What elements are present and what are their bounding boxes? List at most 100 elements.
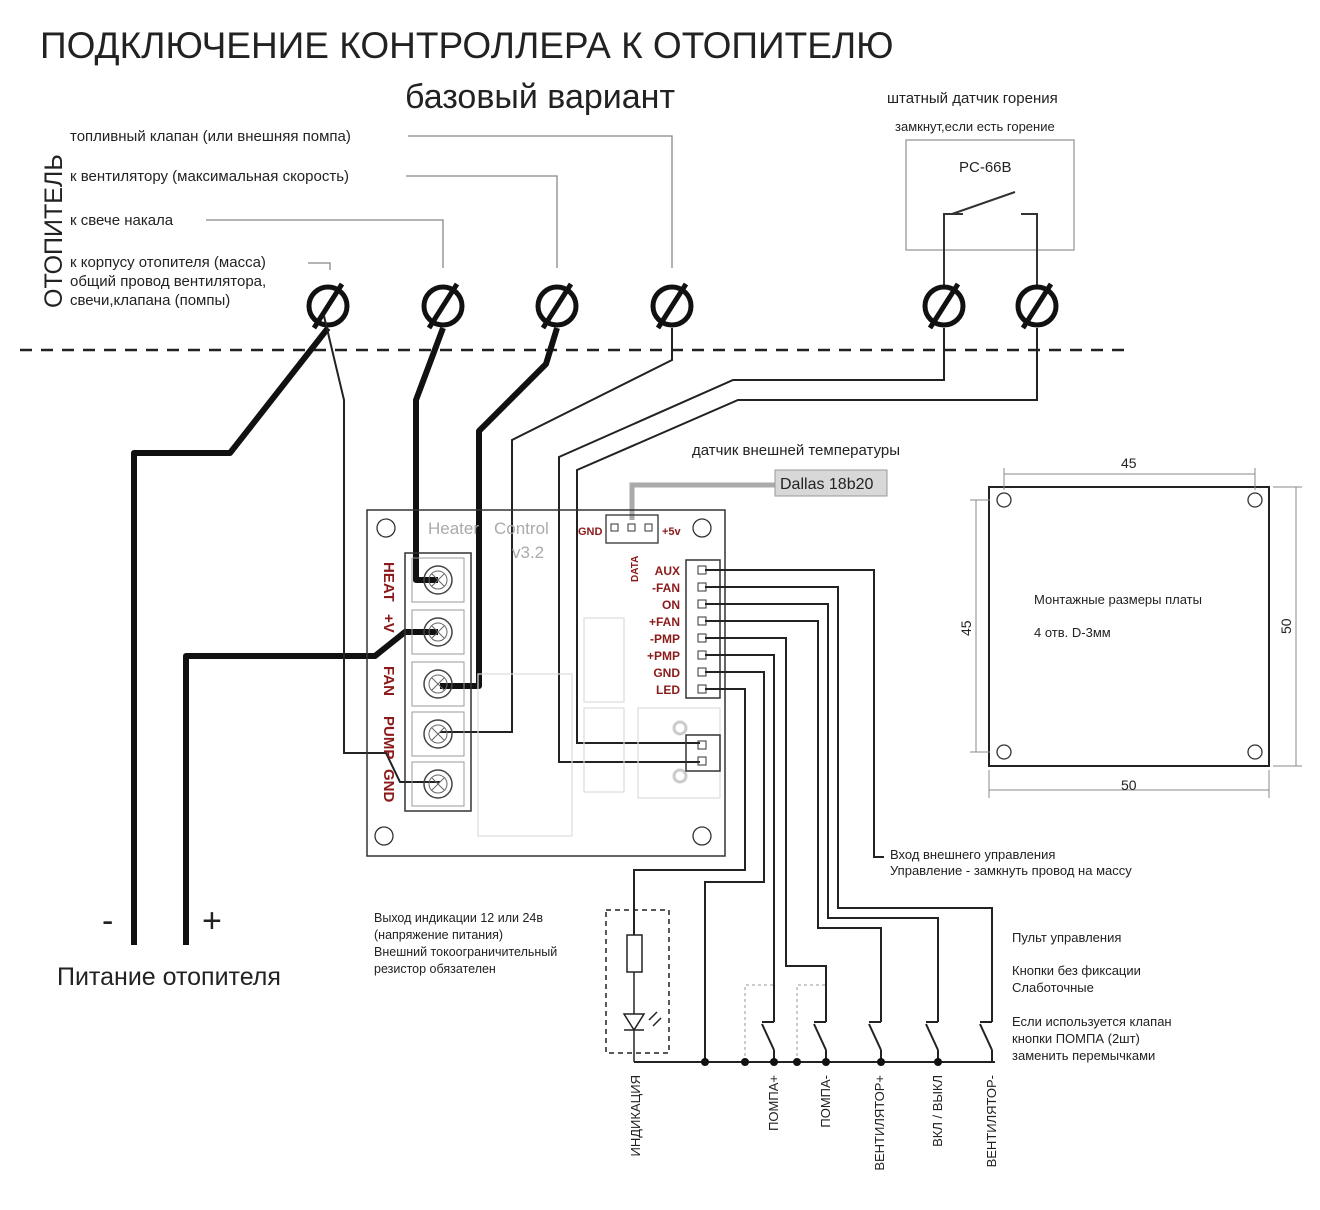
panel-note-6: заменить перемычками: [1012, 1048, 1155, 1063]
terminal-symbol: [421, 282, 465, 330]
temp-sensor-title: датчик внешней температуры: [692, 442, 900, 459]
connector-pin: [697, 756, 707, 766]
signal-wires: [323, 315, 1038, 783]
panel-note-3: Слаботочные: [1012, 980, 1094, 995]
ext-control-note-2: Управление - замкнуть провод на массу: [890, 863, 1132, 878]
pin-label: GND: [653, 666, 680, 680]
screw-terminal: [411, 609, 465, 655]
pin-label: +FAN: [649, 615, 680, 629]
bottom-label: ПОМПА+: [766, 1075, 781, 1131]
power-label: Питание отопителя: [57, 963, 281, 991]
diagram-title: ПОДКЛЮЧЕНИЕ КОНТРОЛЛЕРА К ОТОПИТЕЛЮ: [40, 25, 894, 66]
panel-note-5: кнопки ПОМПА (2шт): [1012, 1031, 1140, 1046]
pin-pad: [697, 565, 707, 575]
indicator-note-1: Выход индикации 12 или 24в: [374, 911, 543, 925]
mounting-dim-right: 50: [1278, 618, 1294, 634]
screw-terminal: [411, 761, 465, 807]
bottom-label: ПОМПА-: [818, 1075, 833, 1128]
panel-buttons: [761, 1021, 993, 1062]
pin-pad: [697, 684, 707, 694]
screw-terminal: [411, 711, 465, 757]
bottom-label: ВЕНТИЛЯТОР+: [872, 1075, 887, 1171]
terminal-labels: HEAT +V FAN PUMP GND: [380, 562, 397, 803]
bottom-label: ИНДИКАЦИЯ: [628, 1075, 643, 1156]
flame-sensor-box: [905, 139, 1075, 251]
terminal-label: GND: [380, 769, 397, 803]
pin-pad: [697, 667, 707, 677]
terminal-symbol: [535, 282, 579, 330]
mounting-dim-left: 45: [958, 620, 974, 636]
pin-label: +PMP: [647, 649, 680, 663]
panel-note-1: Пульт управления: [1012, 930, 1121, 945]
pin-pad: [697, 616, 707, 626]
mounting-label: Монтажные размеры платы: [1034, 592, 1202, 607]
mounting-dim-top: 45: [1121, 455, 1137, 471]
bottom-label: ВЕНТИЛЯТОР-: [984, 1075, 999, 1167]
terminal-symbol: [306, 282, 350, 330]
heater-terminals: [306, 282, 1059, 330]
connector-pin: [697, 740, 707, 750]
temp-sensor-box: [774, 469, 888, 497]
bottom-label: ВКЛ / ВЫКЛ: [930, 1075, 945, 1147]
label-ground-3: свечи,клапана (помпы): [70, 292, 230, 309]
sensor-data-label: DATA: [630, 556, 641, 582]
temp-sensor-cable: [629, 482, 778, 520]
label-glow-plug: к свече накала: [70, 212, 174, 229]
indicator-led: [622, 934, 662, 1062]
indicator-note-2: (напряжение питания): [374, 928, 503, 942]
control-wires: [633, 569, 995, 1063]
ext-control-note-1: Вход внешнего управления: [890, 847, 1055, 862]
flame-sensor-model: PC-66B: [959, 159, 1012, 176]
label-ground-1: к корпусу отопителя (масса): [70, 254, 266, 271]
label-fan: к вентилятору (максимальная скорость): [70, 168, 349, 185]
diagram-subtitle: базовый вариант: [405, 78, 675, 116]
flame-sensor-title: штатный датчик горения: [887, 90, 1058, 107]
flame-sensor-connector: [685, 734, 721, 772]
pin-label: LED: [656, 683, 680, 697]
panel-note-4: Если используется клапан: [1012, 1014, 1172, 1029]
sensor-header-pins: [610, 523, 653, 532]
screw-terminal: [411, 661, 465, 707]
power-minus-label: -: [102, 902, 113, 940]
control-pin-header: [685, 559, 721, 699]
terminal-label: +V: [380, 614, 397, 633]
mounting-holes: 4 отв. D-3мм: [1034, 625, 1111, 640]
board-name-1: Heater: [428, 519, 479, 538]
screw-terminal-block: [404, 552, 472, 812]
heater-side-label: ОТОПИТЕЛЬ: [40, 154, 68, 308]
flame-sensor-note: замкнут,если есть горение: [895, 119, 1055, 134]
leader-lines: [206, 135, 673, 270]
controller-board: [366, 509, 726, 857]
pin-label: -PMP: [650, 632, 680, 646]
terminal-label: HEAT: [380, 562, 397, 602]
bus-junctions: [701, 1058, 942, 1066]
pin-pad: [697, 582, 707, 592]
board-name-2: Control: [494, 519, 549, 538]
pin-pad: [697, 650, 707, 660]
power-plus-label: +: [202, 902, 222, 940]
indicator-note-4: резистор обязателен: [374, 962, 496, 976]
sensor-header: [605, 514, 659, 544]
pin-pad: [697, 633, 707, 643]
terminal-symbol: [650, 282, 694, 330]
indicator-note-3: Внешний токоограничительный: [374, 945, 557, 959]
terminal-label: FAN: [380, 666, 397, 696]
panel-note-2: Кнопки без фиксации: [1012, 963, 1141, 978]
sensor-5v-label: +5v: [662, 526, 682, 538]
mounting-drawing: [970, 468, 1302, 798]
terminal-label: PUMP: [380, 716, 397, 759]
terminal-symbol: [1015, 282, 1059, 330]
pin-label: -FAN: [652, 581, 680, 595]
power-wires: [131, 326, 560, 945]
label-fuel-valve: топливный клапан (или внешняя помпа): [70, 128, 351, 145]
bottom-labels: ИНДИКАЦИЯ ПОМПА+ ПОМПА- ВЕНТИЛЯТОР+ ВКЛ / ВЫ…: [628, 1075, 999, 1171]
pump-jumpers: [744, 984, 826, 1062]
pin-pad: [697, 599, 707, 609]
indicator-group-box: [605, 909, 670, 1054]
label-ground-2: общий провод вентилятора,: [70, 273, 266, 290]
screw-terminal: [411, 557, 465, 603]
sensor-gnd-label: GND: [578, 526, 603, 538]
